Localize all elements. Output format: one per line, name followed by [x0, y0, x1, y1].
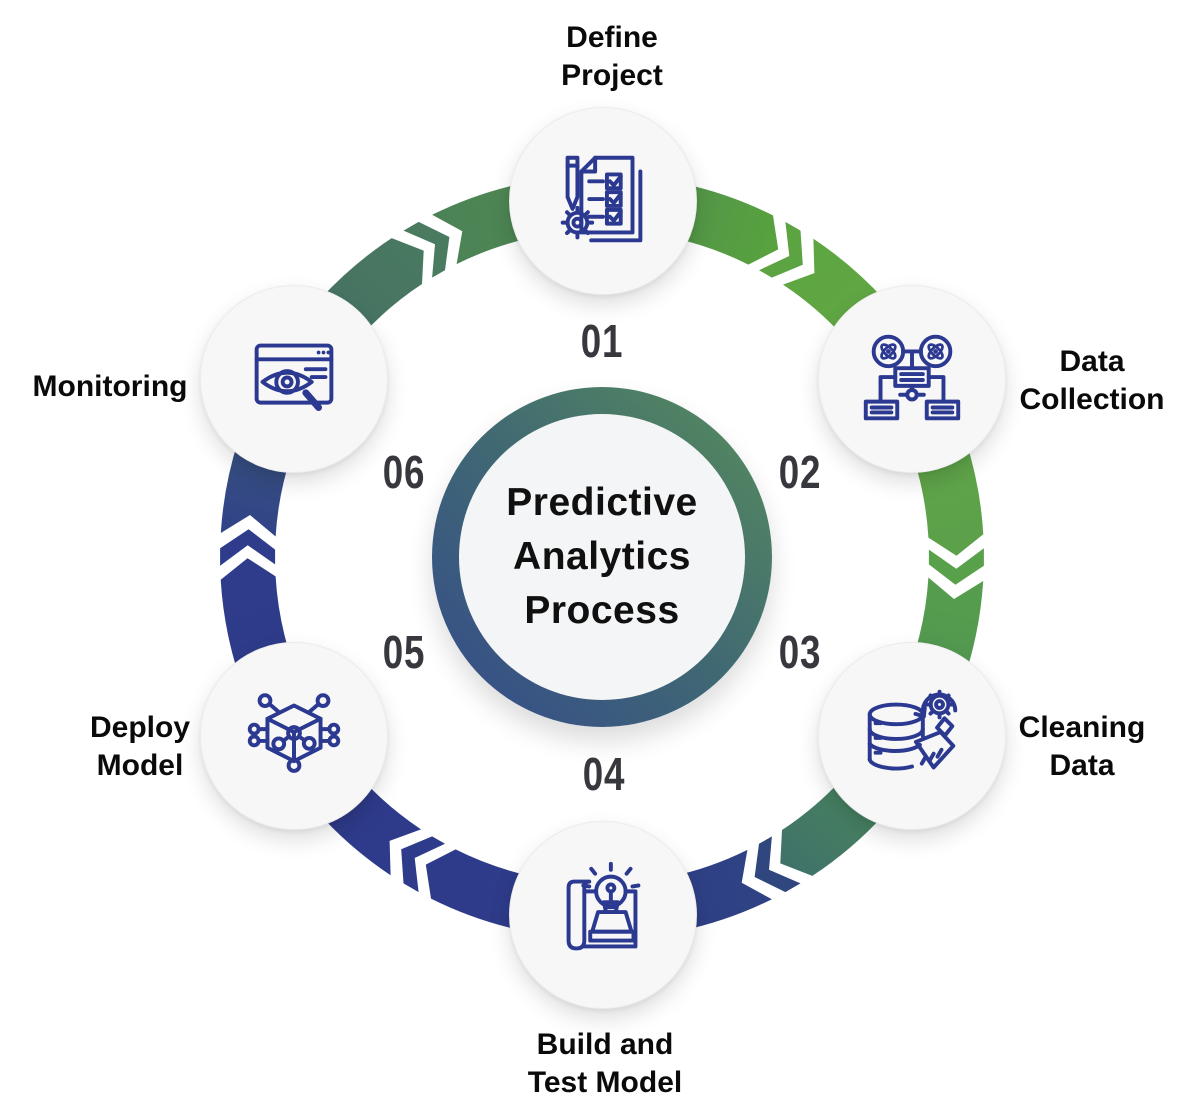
label-line: Deploy [89, 711, 191, 744]
label-define-project: Define Project [462, 19, 762, 95]
diagram-title: Predictive Analytics Process [506, 476, 697, 638]
label-monitoring: Monitoring [0, 368, 260, 406]
label-line: Collection [1019, 383, 1165, 416]
label-line: Cleaning [1018, 711, 1146, 744]
label-build-test-model: Build and Test Model [455, 1026, 755, 1102]
title-line: Process [524, 589, 680, 632]
label-line: Define [566, 21, 658, 54]
step-number-05: 05 [382, 626, 426, 678]
label-line: Test Model [527, 1066, 683, 1099]
chevron-arrow [220, 529, 276, 566]
define-project-icon [560, 155, 643, 243]
step-number-02: 02 [778, 446, 822, 498]
step-number-04: 04 [582, 748, 626, 800]
label-deploy-model: Deploy Model [0, 709, 290, 785]
title-line: Analytics [513, 535, 691, 578]
deploy-model-icon [247, 693, 341, 773]
node-deploy-model [200, 642, 388, 830]
node-data-collection [818, 285, 1006, 473]
title-line: Predictive [506, 481, 698, 524]
label-line: Monitoring [32, 370, 188, 403]
step-number-06: 06 [382, 446, 426, 498]
label-line: Project [561, 59, 663, 92]
data-collection-icon [863, 334, 961, 421]
label-cleaning-data: Cleaning Data [932, 709, 1200, 785]
center-circle: Predictive Analytics Process [459, 414, 745, 700]
node-build-test-model [509, 821, 697, 1009]
label-line: Data [1059, 345, 1125, 378]
step-number-01: 01 [580, 315, 624, 367]
node-define-project [509, 107, 697, 295]
label-line: Data [1049, 749, 1115, 782]
chevron-arrow [403, 221, 450, 278]
build-test-model-icon [566, 861, 641, 951]
node-cleaning-data [818, 642, 1006, 830]
chevron-arrow [928, 548, 984, 585]
monitoring-icon [254, 343, 334, 411]
label-line: Model [96, 749, 184, 782]
chevron-arrow [401, 836, 445, 893]
center-badge: Predictive Analytics Process [432, 387, 772, 727]
chevron-arrow [759, 221, 803, 278]
label-data-collection: Data Collection [942, 343, 1200, 419]
cleaning-data-icon [867, 689, 958, 771]
step-number-03: 03 [778, 626, 822, 678]
label-line: Build and [536, 1028, 674, 1061]
chevron-arrow [754, 836, 801, 893]
node-monitoring [200, 285, 388, 473]
